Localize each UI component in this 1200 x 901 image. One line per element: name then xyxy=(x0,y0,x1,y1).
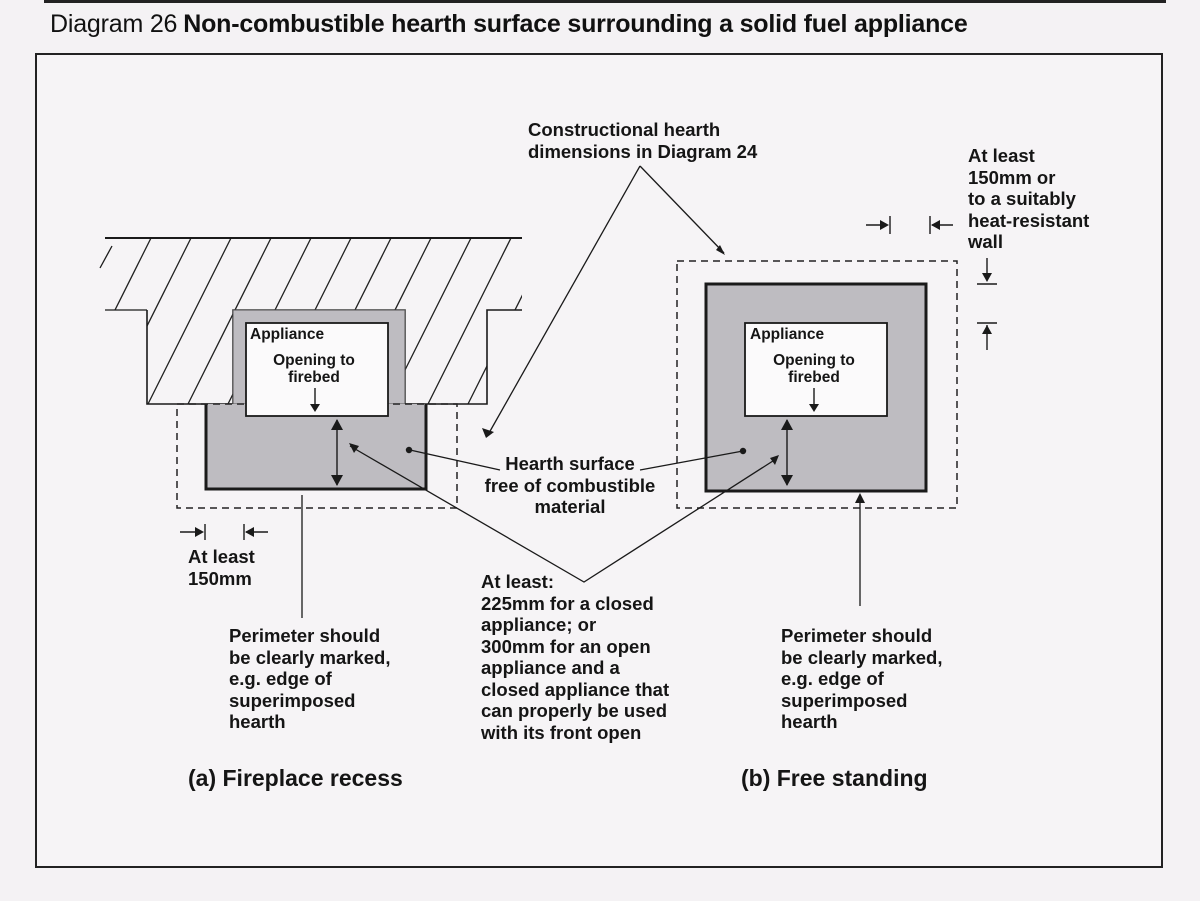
free-opening-arrow-head xyxy=(809,404,819,412)
diagram-title: Non-combustible hearth surface surroundi… xyxy=(183,10,968,38)
label-line: 300mm for an open xyxy=(481,635,651,657)
label-line: closed appliance that xyxy=(481,678,670,700)
label-line: be clearly marked, xyxy=(781,646,943,668)
label-line: 225mm for a closed xyxy=(481,592,654,614)
label-line: firebed xyxy=(788,369,840,386)
label-line: Constructional hearth xyxy=(528,119,721,140)
label-line: wall xyxy=(968,231,1003,252)
label-line: At least: xyxy=(481,571,554,592)
label-line: superimposed xyxy=(781,689,908,711)
label-line: heat-resistant xyxy=(968,209,1090,231)
label-appliance-free: Appliance xyxy=(750,326,825,343)
recess-opening-arrow-head xyxy=(310,404,320,412)
recess-hearth-surface xyxy=(206,404,426,489)
label-line: be clearly marked, xyxy=(229,646,391,668)
top-rule xyxy=(44,0,1166,3)
recess-hearth-outline xyxy=(204,404,428,491)
label-line: can properly be used xyxy=(481,700,668,721)
label-line: Perimeter should xyxy=(229,625,381,646)
wall-break-line xyxy=(99,245,113,269)
label-line: 150mm xyxy=(188,567,252,589)
label-line: At least xyxy=(968,145,1035,166)
label-appliance-recess: Appliance xyxy=(250,326,325,343)
free-constructional-hearth xyxy=(676,260,958,509)
label-line: Perimeter should xyxy=(781,625,933,646)
label-constructional-hearth: Constructional hearth dimensions in Diag… xyxy=(528,119,757,162)
diagram-number: Diagram 26 xyxy=(50,10,178,38)
leader-lines xyxy=(301,165,861,618)
label-line: free of combustible xyxy=(484,474,656,496)
label-perimeter-free: Perimeter should be clearly marked, e.g.… xyxy=(781,625,942,733)
free-front-dim-head-bottom xyxy=(781,475,793,486)
label-line: with its front open xyxy=(481,721,642,743)
leader-dot-recess xyxy=(405,446,413,454)
label-line: Hearth surface xyxy=(505,453,635,474)
leader-arrow-recess-hearth xyxy=(482,428,494,438)
label-line: e.g. edge of xyxy=(229,668,332,689)
label-at-least-distances: At least: 225mm for a closed appliance; … xyxy=(481,571,669,743)
label-line: hearth xyxy=(781,711,838,732)
label-line: appliance; or xyxy=(481,614,597,635)
right-dim-v-arrow-1-head xyxy=(982,273,992,282)
recess-front-dim-head-bottom xyxy=(331,475,343,486)
label-opening-free: Opening to firebed xyxy=(745,352,883,386)
label-line: 150mm or xyxy=(968,166,1056,188)
recess-appliance-box xyxy=(245,322,389,417)
label-line: superimposed xyxy=(229,689,356,711)
left-dim-arrow-1-head xyxy=(195,527,204,537)
right-dim-h-arrow-1-head xyxy=(880,220,889,230)
label-line: e.g. edge of xyxy=(781,668,884,689)
recess-front-dim-head-top xyxy=(331,419,343,430)
label-line: material xyxy=(534,496,606,517)
label-at-least-150-right: At least 150mm or to a suitably heat-res… xyxy=(968,145,1089,253)
label-at-least-150-left: At least 150mm xyxy=(188,546,255,589)
label-line: to a suitably xyxy=(968,188,1076,209)
label-line: Opening to xyxy=(273,352,355,369)
free-front-dim-head-top xyxy=(781,419,793,430)
leader-arrow-free-perimeter xyxy=(855,493,865,503)
leader-arrow-free-hearth xyxy=(716,245,725,255)
label-line: hearth xyxy=(229,711,286,732)
label-hearth-surface: Hearth surface free of combustible mater… xyxy=(465,453,675,518)
leader-arrow-free-dim xyxy=(770,455,779,465)
label-line: dimensions in Diagram 24 xyxy=(528,140,758,162)
right-dim-h-arrow-2-head xyxy=(931,220,940,230)
label-perimeter-recess: Perimeter should be clearly marked, e.g.… xyxy=(229,625,390,733)
leader-arrow-recess-dim xyxy=(349,443,359,453)
label-opening-recess: Opening to firebed xyxy=(246,352,382,386)
caption-fireplace-recess: (a) Fireplace recess xyxy=(188,765,403,791)
caption-free-standing: (b) Free standing xyxy=(741,765,928,791)
left-dim-arrow-2-head xyxy=(245,527,254,537)
label-line: At least xyxy=(188,546,255,567)
leader-dot-free xyxy=(739,447,747,455)
right-dim-v-arrow-2-head xyxy=(982,325,992,334)
free-appliance-box xyxy=(744,322,888,417)
label-line: appliance and a xyxy=(481,657,620,678)
label-line: firebed xyxy=(288,369,340,386)
label-line: Opening to xyxy=(773,352,855,369)
